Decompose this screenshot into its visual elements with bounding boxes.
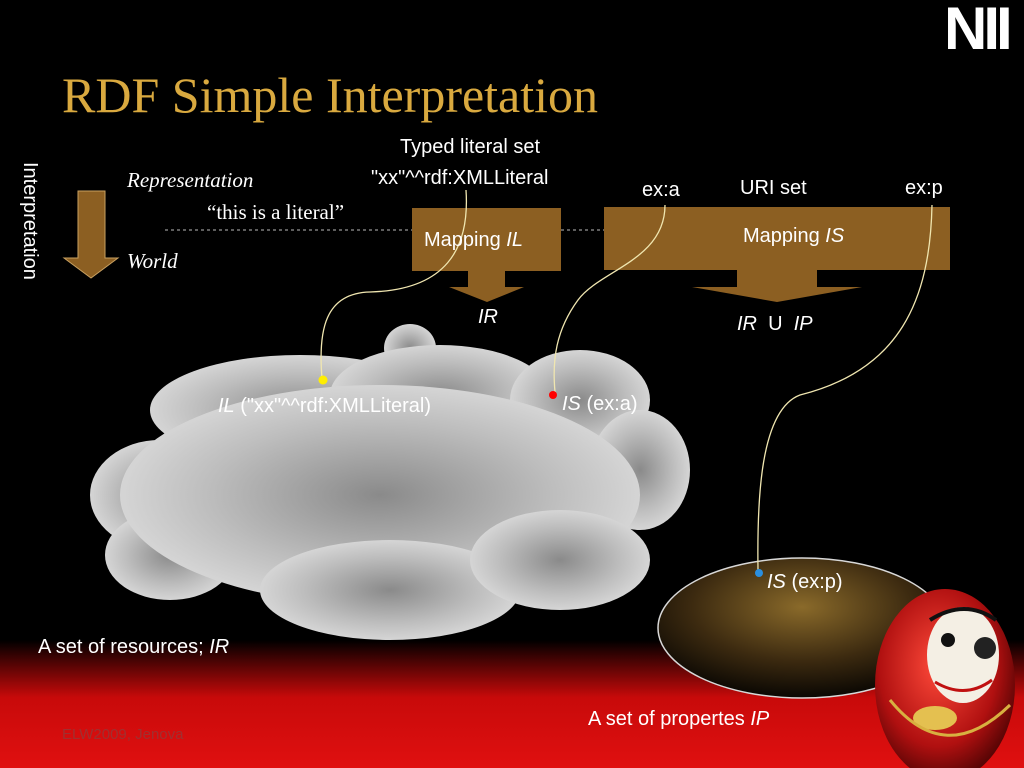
typed-literal-heading: Typed literal set: [400, 136, 541, 158]
footer-text: ELW2009, Jenova: [62, 726, 184, 743]
mapping-is-target-ir: IR: [737, 313, 757, 335]
mapping-il-label: Mapping IL: [424, 229, 523, 252]
mapping-il-prefix: Mapping: [424, 229, 507, 251]
mapping-is-label: Mapping IS: [743, 225, 844, 248]
cloud-exa-label: IS (ex:a): [562, 393, 638, 416]
exa-resource-dot: [549, 391, 557, 399]
properties-caption: A set of propertes IP: [588, 708, 769, 731]
mapping-il-target: IR: [478, 306, 498, 328]
mapping-il-box: [412, 208, 561, 271]
exp-property-dot: [755, 569, 763, 577]
uri-exa-label: ex:a: [642, 179, 680, 201]
uri-set-heading: URI set: [740, 177, 807, 199]
slide-title: RDF Simple Interpretation: [62, 67, 599, 123]
union-symbol: U: [768, 313, 783, 335]
mapping-is-box: [604, 207, 950, 270]
literal-mapping-curve: [320, 189, 468, 379]
mapping-is-arrow: [692, 270, 862, 302]
interpretation-down-arrow: [62, 190, 120, 279]
resource-cloud: [90, 324, 690, 640]
representation-label: Representation: [127, 168, 254, 192]
mapping-is-prefix: Mapping: [743, 225, 826, 247]
cloud-literal-label: IL ("xx"^^rdf:XMLLiteral): [218, 395, 431, 418]
properties-caption-symbol: IP: [750, 708, 770, 730]
property-exp-value: (ex:p): [785, 571, 843, 593]
property-exp-label: IS (ex:p): [767, 571, 843, 594]
literal-example-label: “this is a literal”: [207, 200, 345, 224]
nii-logo: NII: [944, 0, 1013, 62]
mapping-is-target-ip: IP: [793, 313, 813, 335]
mapping-is-target: IR U IP: [737, 313, 813, 336]
resources-caption-text: A set of resources;: [38, 636, 210, 658]
resources-caption-symbol: IR: [209, 636, 230, 658]
daruma-illustration: [875, 589, 1015, 768]
cloud-literal-symbol: IL: [218, 395, 235, 417]
uri-exp-label: ex:p: [905, 177, 943, 199]
literal-resource-dot: [318, 375, 328, 385]
cloud-exa-symbol: IS: [562, 393, 581, 415]
cloud-exa-value: (ex:a): [580, 393, 638, 415]
exp-mapping-curve: [757, 204, 933, 571]
resources-caption: A set of resources; IR: [38, 636, 229, 659]
properties-caption-text: A set of propertes: [588, 708, 751, 730]
property-exp-symbol: IS: [767, 571, 786, 593]
typed-literal-value: "xx"^^rdf:XMLLiteral: [371, 167, 549, 189]
mapping-il-arrow: [449, 271, 524, 302]
interpretation-label-container: Interpretation: [18, 162, 48, 322]
world-label: World: [127, 249, 178, 273]
interpretation-label: Interpretation: [19, 162, 41, 280]
mapping-is-symbol: IS: [825, 225, 845, 247]
cloud-literal-value: ("xx"^^rdf:XMLLiteral): [234, 395, 432, 417]
mapping-il-symbol: IL: [506, 229, 523, 251]
exa-mapping-curve: [553, 204, 666, 393]
